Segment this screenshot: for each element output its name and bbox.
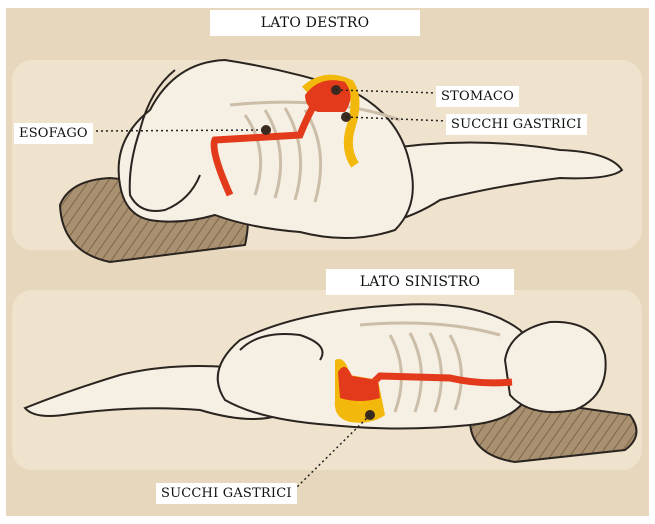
top-figure — [58, 58, 624, 264]
top-arm — [128, 69, 201, 212]
stomach-label: STOMACO — [436, 86, 519, 107]
top-title: LATO DESTRO — [210, 10, 420, 36]
bottom-figure — [23, 303, 638, 489]
bottom-title: LATO SINISTRO — [326, 269, 514, 295]
esophagus-leader — [95, 129, 267, 132]
stomach-leader — [335, 89, 439, 94]
bottom-gastric-juices-leader — [295, 414, 371, 489]
bottom-head — [503, 320, 607, 414]
esophagus-label: ESOFAGO — [14, 123, 93, 144]
gastric-juices-label-bottom: SUCCHI GASTRICI — [156, 483, 297, 504]
bottom-legs — [23, 365, 282, 420]
gastric-juices-leader — [345, 116, 449, 122]
gastric-juices-label-top: SUCCHI GASTRICI — [446, 114, 587, 135]
top-gastric-juices — [301, 74, 360, 168]
bottom-ribs — [359, 321, 501, 413]
bottom-stomach — [338, 366, 380, 401]
top-legs — [358, 141, 624, 232]
bottom-arm — [239, 333, 324, 361]
